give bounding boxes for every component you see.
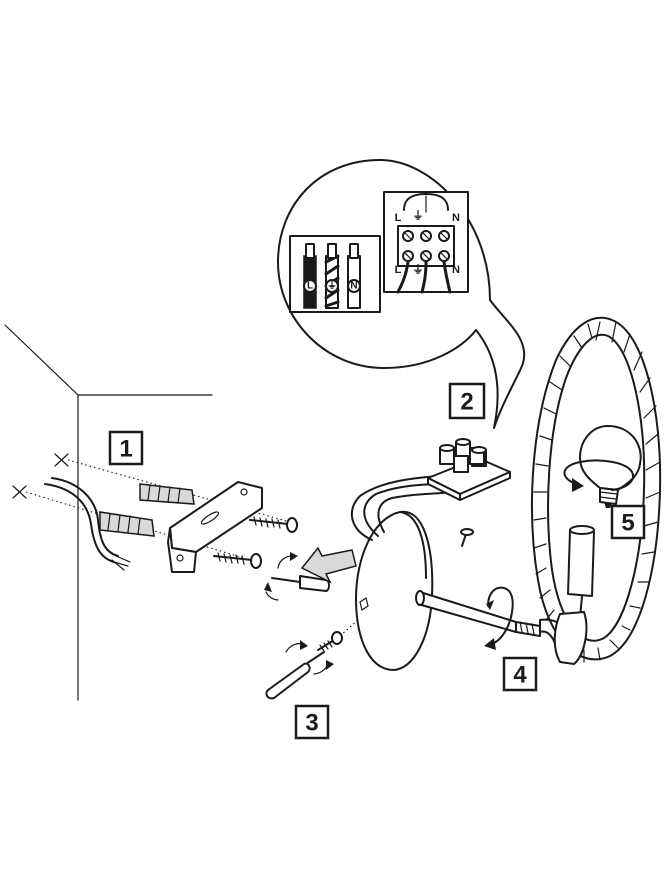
terminal-bottom-earth: ⏚ [413, 263, 424, 276]
wiring-detail-callout [277, 159, 526, 429]
terminal-block [427, 438, 511, 501]
step-3-number: 3 [305, 710, 318, 737]
terminal-bottom-n: N [452, 264, 460, 276]
mains-cable [44, 477, 131, 571]
bracket-screw-upper [249, 516, 298, 533]
step-1-number: 1 [119, 436, 132, 463]
wall-plug-upper [139, 483, 195, 505]
terminal-top-n: N [452, 212, 460, 224]
terminal-bottom-l: L [395, 264, 402, 276]
step-5-number: 5 [621, 510, 634, 537]
mounting-bracket [167, 481, 263, 573]
step-4-number: 4 [513, 662, 527, 689]
step-2-label: 2 [448, 382, 486, 420]
canopy-wires [351, 475, 457, 541]
wire-identification-panel: L ⏚ N [289, 235, 381, 313]
step-5-label: 5 [610, 504, 646, 540]
bracket-screw-lower [213, 552, 262, 569]
ceiling-canopy [355, 510, 434, 671]
canopy-fixing-screw [317, 631, 343, 652]
lamp-holder [553, 525, 595, 665]
step-2-number: 2 [460, 389, 473, 416]
light-bulb-icon [579, 425, 642, 508]
wall-plug-lower [99, 511, 155, 537]
step-3-label: 3 [294, 704, 330, 740]
drill-mark-lower [12, 485, 27, 499]
screwdriver-step-3-icon [265, 640, 334, 700]
wall-corner [4, 324, 213, 701]
drill-mark-upper [54, 453, 69, 467]
terminal-top-earth: ⏚ [413, 209, 424, 222]
wire-label-n: N [350, 281, 357, 292]
wire-label-earth: ⏚ [327, 280, 337, 292]
wire-label-l: L [307, 281, 313, 292]
terminal-top-l: L [395, 212, 402, 224]
step-4-label: 4 [502, 656, 538, 692]
canopy-screw [460, 528, 474, 547]
rotate-arrow-step-4-icon [484, 586, 514, 650]
twisted-shade-ring [531, 316, 662, 663]
terminal-connection-panel: L ⏚ N L ⏚ N [383, 191, 469, 294]
step-1-label: 1 [108, 430, 144, 466]
direction-arrow-icon [300, 546, 357, 584]
rotate-arrow-step-5-icon [563, 459, 634, 492]
